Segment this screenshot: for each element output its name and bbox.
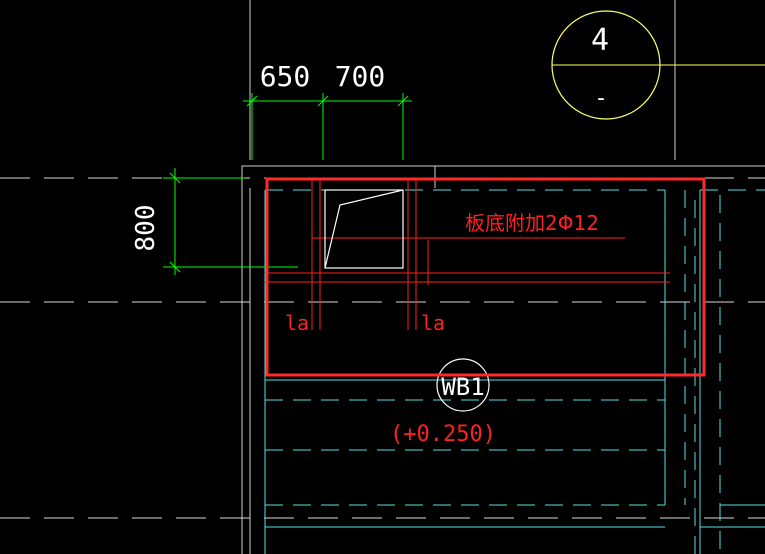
- slab-tag-circle: [436, 358, 490, 412]
- rebar-lines: [265, 180, 670, 330]
- anchor-label-right: la: [421, 311, 445, 335]
- center-lines: [0, 177, 765, 519]
- dim-label-700: 700: [335, 60, 386, 93]
- wall-line-corner: [241, 165, 436, 554]
- dim-tick-5: [169, 261, 181, 273]
- dim-label-800: 800: [131, 205, 161, 252]
- slab-boundaries: [264, 190, 765, 554]
- opening-diagonal: [324, 189, 404, 269]
- slab-opening: [324, 189, 404, 269]
- dim-tick-2: [317, 95, 329, 107]
- anchor-label-left: la: [285, 311, 309, 335]
- dimension-lines: [163, 93, 412, 275]
- dim-label-650: 650: [260, 60, 311, 93]
- slab-elevation: (+0.250): [390, 422, 496, 447]
- rebar-note: 板底附加2Φ12: [465, 211, 599, 235]
- highlight-box: [265, 177, 706, 377]
- slab-dashed-boundaries: [265, 189, 765, 554]
- wall-outline: [241, 0, 765, 554]
- axis-sub: -: [594, 86, 607, 111]
- dim-tick-3: [397, 95, 409, 107]
- dim-tick-4: [169, 172, 181, 184]
- axis-bubble: 4 -: [551, 10, 765, 120]
- slab-tag: WB1: [441, 373, 484, 401]
- opening-box: [324, 189, 404, 269]
- dim-tick-1: [246, 95, 258, 107]
- axis-number: 4: [591, 23, 609, 58]
